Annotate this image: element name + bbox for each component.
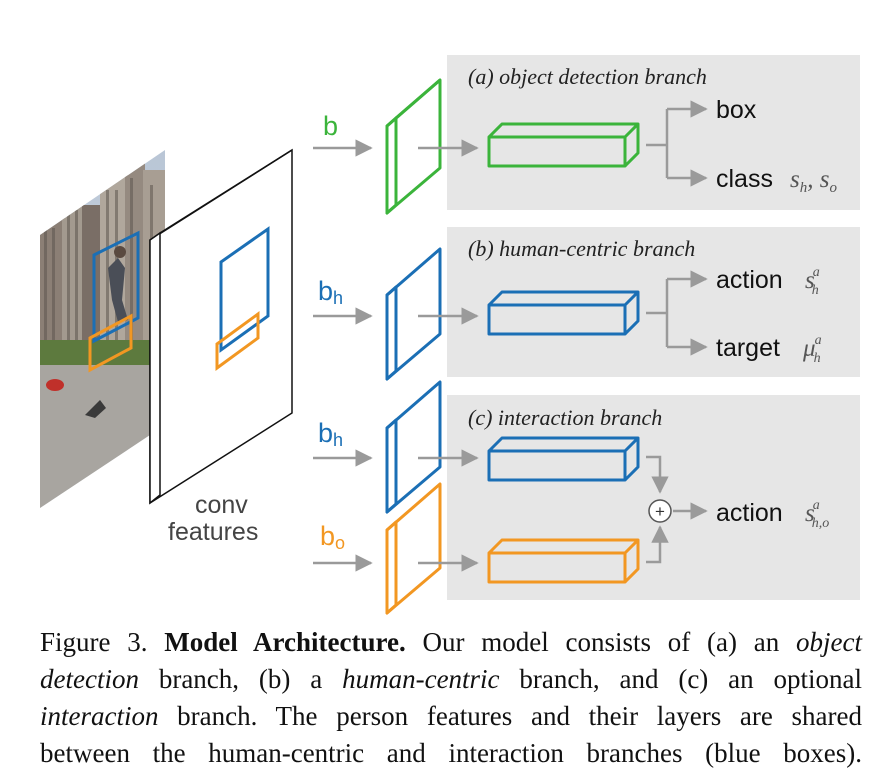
roi-feature-orange: [385, 482, 442, 615]
output-class: class: [716, 165, 773, 193]
output-class-symbols: sh, so: [790, 166, 837, 196]
caption-title: Model Architecture.: [164, 627, 406, 657]
caption-italic-detection: detection: [40, 664, 139, 694]
caption-italic-object: object: [796, 627, 862, 657]
caption-label: Figure 3.: [40, 627, 148, 657]
fc-box-orange: [487, 538, 640, 584]
output-target: target: [716, 334, 780, 362]
fork-a: [646, 100, 708, 187]
roi-feature-blue-2: [385, 380, 442, 514]
input-label-b: b: [323, 111, 338, 141]
figure-caption: Figure 3. Model Architecture. Our model …: [40, 624, 862, 772]
panel-human-centric: [447, 227, 860, 377]
photo-person-box: [92, 230, 140, 344]
branch-a-title: (a) object detection branch: [468, 64, 707, 89]
caption-text-2: branch, (b) a: [138, 664, 343, 694]
input-label-bo: bo: [320, 521, 345, 553]
branch-b-title: (b) human-centric branch: [468, 236, 695, 261]
panel-interaction: [447, 395, 860, 600]
fc-box-green: [487, 122, 640, 168]
conv-person-box: [219, 226, 270, 353]
fork-b: [646, 270, 708, 356]
output-action-ho: action: [716, 499, 783, 527]
caption-text-1: Our model consists of (a) an: [405, 627, 796, 657]
roi-feature-blue-1: [385, 247, 442, 381]
conv-label-line2: features: [168, 518, 258, 546]
sum-node-plus: +: [655, 502, 665, 521]
branch-c-title: (c) interaction branch: [468, 405, 662, 430]
panel-object-detection: [447, 55, 860, 210]
conv-label-line1: conv: [195, 491, 248, 519]
photo-object-box: [88, 313, 133, 373]
caption-text-4: branch. The person features and their la…: [158, 701, 862, 731]
merge-c: [646, 455, 708, 564]
input-label-bh-1: bh: [318, 276, 343, 308]
architecture-diagram: conv features b bh bh bo: [40, 55, 860, 615]
output-action-h: action: [716, 266, 783, 294]
conv-object-box: [215, 311, 260, 371]
input-label-bh-2: bh: [318, 418, 343, 450]
sum-node: [648, 499, 672, 523]
caption-text-5: between the human-centric and interactio…: [40, 738, 862, 768]
fc-box-blue-1: [487, 290, 640, 336]
caption-italic-human-centric: human-centric: [342, 664, 500, 694]
roi-feature-green: [385, 78, 442, 215]
output-box: box: [716, 96, 757, 124]
fc-box-blue-2: [487, 436, 640, 482]
caption-text-3: branch, and (c) an optional: [499, 664, 862, 694]
caption-italic-interaction: interaction: [40, 701, 159, 731]
